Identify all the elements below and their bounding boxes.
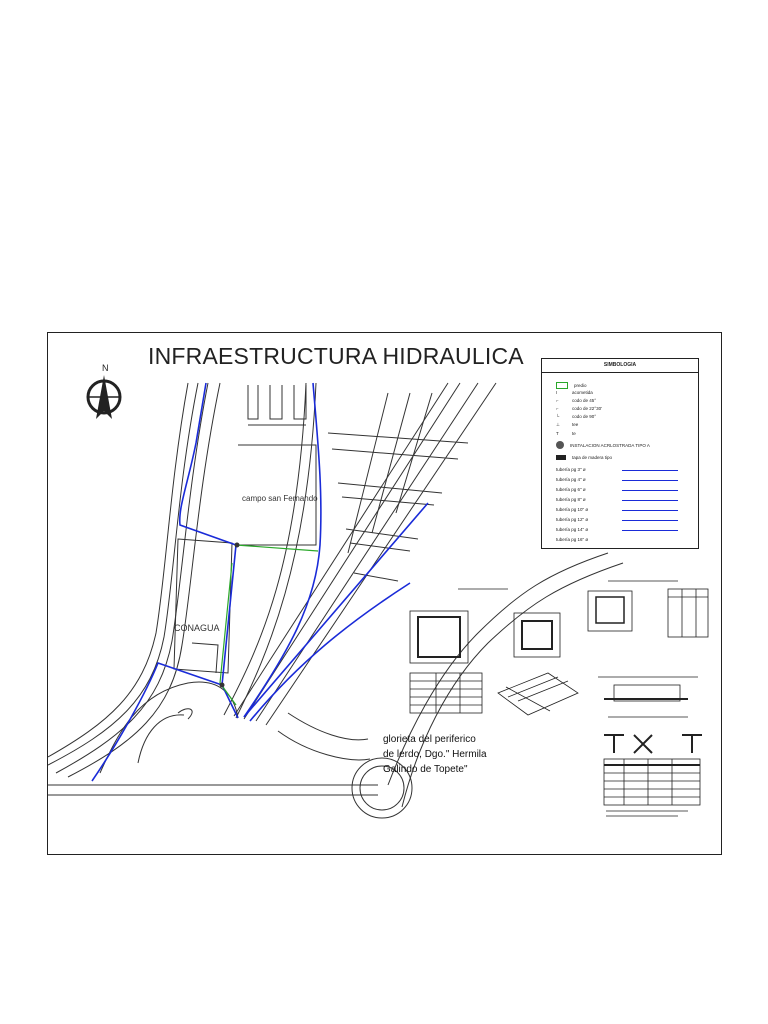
roundabout — [351, 757, 413, 819]
valve-point — [234, 542, 240, 548]
water-pipe — [91, 661, 223, 782]
legend-pipe-item: tubería pg 10" ø — [556, 507, 589, 512]
detail-box — [613, 684, 681, 702]
street — [371, 392, 411, 534]
road-edge — [401, 562, 624, 808]
water-pipe — [243, 502, 429, 718]
pipe-symbol — [622, 490, 678, 491]
street — [331, 448, 459, 460]
isometric-detail — [497, 672, 579, 716]
caption-line: glorieta del periferico — [383, 734, 476, 745]
road-edge — [48, 382, 199, 766]
street — [337, 482, 443, 494]
label-campo-san-fernando: campo san Fernando — [242, 494, 318, 503]
legend-item: ⌐codo de 22°30' — [556, 406, 602, 411]
legend-pipe-item: tubería pg 8" ø — [556, 497, 586, 502]
detail-drawings — [409, 580, 709, 817]
legend-pipe-item: tubería pg 4" ø — [556, 477, 586, 482]
block-edge — [293, 385, 307, 420]
legend-pipe-item: tubería pg 3" ø — [556, 467, 586, 472]
location-caption: glorieta del periferico de lerdo, Dgo." … — [383, 732, 487, 777]
road-edge — [277, 730, 371, 761]
road-edge — [387, 552, 609, 786]
road-edge — [233, 382, 449, 717]
label-conagua: CONAGUA — [174, 623, 220, 633]
street — [353, 572, 399, 582]
predio-line — [235, 544, 319, 552]
road-edge — [48, 382, 189, 758]
road-edge — [287, 712, 369, 741]
road-edge — [243, 382, 461, 720]
road-edge — [55, 382, 209, 774]
road-edge — [137, 714, 185, 764]
caption-line: de lerdo, Dgo." Hermila — [383, 749, 487, 760]
te-symbol: T — [556, 431, 559, 436]
pipe-symbol — [622, 480, 678, 481]
north-label: N — [102, 363, 109, 373]
legend-pipe-item: tubería pg 16" ø — [556, 537, 589, 542]
road-edge — [67, 382, 221, 778]
detail-table — [409, 672, 483, 714]
road-edge — [223, 382, 307, 716]
street — [347, 392, 389, 554]
block-edge — [236, 444, 317, 546]
street — [341, 496, 435, 506]
predio-symbol — [556, 382, 568, 389]
detail-box — [409, 610, 469, 664]
street — [345, 528, 419, 540]
pipe-symbol — [622, 470, 678, 471]
pipe-symbol — [622, 530, 678, 531]
legend-item: ⌐codo de 45° — [556, 398, 597, 403]
block-edge — [247, 385, 259, 420]
drawing-sheet: INFRAESTRUCTURA HIDRAULICA N campo san F… — [47, 332, 722, 855]
road-edge — [255, 382, 479, 722]
roundabout — [359, 765, 405, 811]
street — [349, 542, 411, 552]
legend-pipe-item: tubería pg 12" ø — [556, 517, 589, 522]
block-edge — [173, 538, 233, 674]
road-edge — [177, 708, 193, 720]
pipe-symbol — [622, 520, 678, 521]
water-pipe — [178, 382, 237, 546]
legend-item: INSTALACION ACRLOSTRADA TIPO A — [556, 441, 650, 449]
street — [395, 392, 433, 514]
detail-table — [667, 588, 709, 638]
codo-90-symbol: └ — [556, 414, 560, 419]
detail-box — [513, 612, 561, 658]
legend-item: └codo de 90° — [556, 414, 597, 419]
tapa-symbol — [556, 455, 566, 460]
installation-symbol — [556, 441, 564, 449]
acometida-symbol: I — [556, 390, 558, 395]
north-arrow: N — [82, 361, 130, 427]
road-edge — [265, 382, 497, 726]
water-pipe — [249, 582, 411, 722]
water-pipe — [243, 382, 322, 718]
drawing-title: INFRAESTRUCTURA HIDRAULICA — [148, 343, 524, 369]
site-plan — [48, 382, 709, 819]
legend-item: ⊥tee — [556, 422, 579, 427]
detail-table — [603, 758, 701, 806]
block-edge — [269, 385, 283, 420]
predio-line — [219, 562, 233, 684]
legend-pipe-item: tubería pg 14" ø — [556, 527, 589, 532]
codo-22-symbol: ⌐ — [556, 406, 559, 411]
detail-box — [587, 590, 633, 632]
block-edge — [191, 642, 219, 674]
tee-symbol: ⊥ — [556, 422, 560, 427]
codo-45-symbol: ⌐ — [556, 398, 559, 403]
pipe-symbol — [622, 510, 678, 511]
road-edge — [235, 382, 317, 719]
valve-point — [219, 682, 225, 688]
pipe-symbol — [622, 500, 678, 501]
road-edge — [99, 681, 239, 774]
fitting-detail — [604, 734, 702, 754]
legend-heading: SIMBOLOGIA — [542, 359, 698, 373]
legend-item: tapa de madera tipo — [556, 455, 612, 460]
caption-line: Galindo de Topete" — [383, 764, 468, 775]
legend-item: predio — [556, 382, 587, 389]
legend-pipe-item: tubería pg 6" ø — [556, 487, 586, 492]
